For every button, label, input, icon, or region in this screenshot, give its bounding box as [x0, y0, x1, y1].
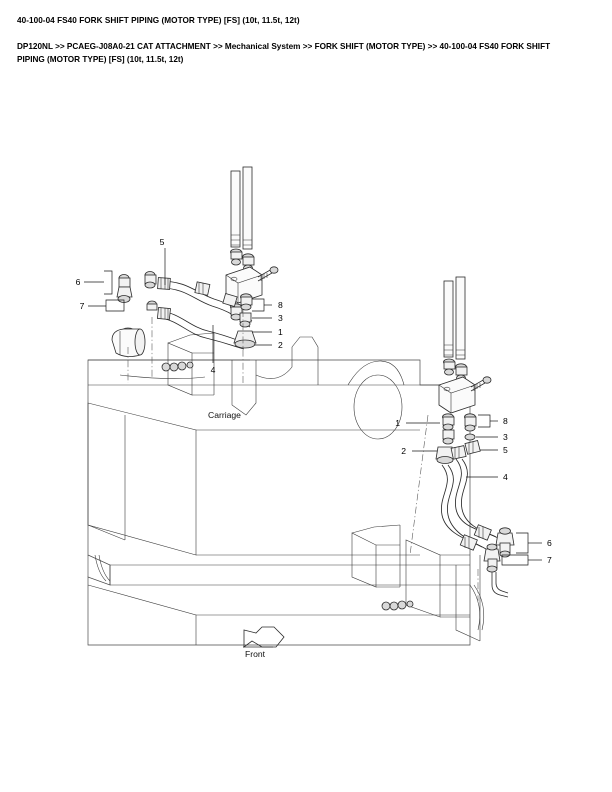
right-piping-assembly — [381, 276, 515, 611]
left-bolt — [257, 266, 279, 282]
callout-right-1: 1 — [395, 418, 400, 428]
carriage-label: Carriage — [208, 410, 241, 420]
front-label: Front — [245, 649, 266, 659]
callout-left-4: 4 — [211, 365, 216, 375]
breadcrumb: DP120NL >> PCAEG-J08A0-21 CAT ATTACHMENT… — [17, 42, 551, 64]
right-hose-ferrules — [450, 439, 481, 460]
callout-right-4: 4 — [503, 472, 508, 482]
callout-right-5: 5 — [503, 445, 508, 455]
right-manifold-block — [438, 376, 476, 414]
left-hose-ferrules — [156, 277, 211, 321]
page-title: 40-100-04 FS40 FORK SHIFT PIPING (MOTOR … — [17, 16, 300, 25]
callout-left-8: 8 — [278, 300, 283, 310]
right-bolt — [470, 376, 492, 392]
callout-left-2: 2 — [278, 340, 283, 350]
right-center-axis — [409, 414, 429, 556]
left-outlet-fittings — [230, 293, 257, 349]
right-lower-ferrules — [459, 524, 492, 551]
right-cylinder-rods — [443, 276, 466, 360]
callout-left-6: 6 — [76, 277, 81, 287]
left-motor-fitting — [111, 327, 146, 357]
left-fastener-group — [161, 361, 194, 372]
right-callout-numbers: 1 8 3 2 5 4 6 7 — [395, 416, 552, 565]
callout-left-7: 7 — [80, 301, 85, 311]
left-piping-assembly — [111, 166, 279, 385]
callout-left-1: 1 — [278, 327, 283, 337]
right-elbow-fittings — [483, 527, 515, 573]
callout-right-2: 2 — [401, 446, 406, 456]
callout-right-7: 7 — [547, 555, 552, 565]
right-callout-leaders — [406, 414, 542, 566]
callout-right-6: 6 — [547, 538, 552, 548]
right-fastener-group — [381, 600, 414, 611]
left-callout-leaders — [84, 248, 272, 363]
callout-left-5: 5 — [160, 237, 165, 247]
callout-left-3: 3 — [278, 313, 283, 323]
left-callout-numbers: 5 6 7 4 8 3 1 2 — [76, 237, 283, 375]
left-manifold-block — [225, 266, 263, 304]
carriage-structure — [87, 332, 485, 646]
front-arrow-icon — [243, 626, 285, 648]
left-elbow-fittings — [116, 271, 158, 311]
left-cylinder-rods — [230, 166, 253, 250]
callout-right-3: 3 — [503, 432, 508, 442]
callout-right-8: 8 — [503, 416, 508, 426]
front-direction-indicator: Front — [243, 626, 285, 659]
right-outlet-fittings — [435, 413, 477, 464]
exploded-parts-diagram: 5 6 7 4 8 3 1 2 — [0, 85, 612, 685]
